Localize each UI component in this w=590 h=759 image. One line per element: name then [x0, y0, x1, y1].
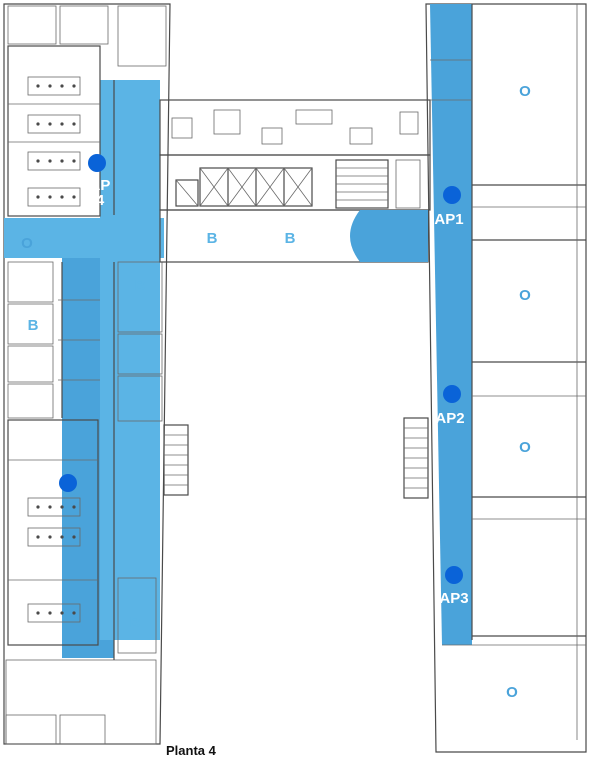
stairs-left [163, 424, 189, 496]
ap-marker-icon [88, 154, 106, 172]
zone-label-o-right-4: O [506, 684, 518, 701]
ap-label: AP3 [439, 590, 468, 607]
lab-bench [27, 76, 81, 96]
access-point-ap2[interactable]: AP2 [435, 385, 465, 427]
lab-bench [27, 151, 81, 171]
zone-label-b-bridge-2: B [285, 230, 296, 247]
zone-labels: B B B B B O O O O O [21, 83, 531, 701]
zone-label-b-left-lower: B [130, 614, 141, 631]
lab-bench [27, 527, 81, 547]
left-wing [3, 3, 171, 745]
lab-bench [27, 187, 81, 207]
access-point-ap5[interactable]: AP5 [23, 474, 77, 496]
zone-label-o-right-2: O [519, 287, 531, 304]
ap-marker-icon [443, 385, 461, 403]
zone-label-b-left-mid: B [28, 317, 39, 334]
lab-benches-left [27, 76, 81, 623]
ap-label: AP2 [435, 410, 464, 427]
stairs-right [403, 417, 429, 499]
zone-label-o-right-3: O [519, 439, 531, 456]
ap-marker-icon [443, 186, 461, 204]
floor-label: Planta 4 [166, 743, 217, 758]
right-wing [425, 3, 587, 753]
zone-label-o-right-1: O [519, 83, 531, 100]
access-point-ap3[interactable]: AP3 [439, 566, 469, 607]
ap-label: AP1 [434, 211, 463, 228]
access-point-ap1[interactable]: AP1 [434, 186, 464, 228]
lab-bench [27, 497, 81, 517]
ap-label: AP5 [23, 479, 52, 496]
bridge [159, 99, 431, 263]
ap-marker-icon [445, 566, 463, 584]
zone-label-b-left-upper: B [135, 277, 146, 294]
ap-marker-icon [59, 474, 77, 492]
zone-label-o-left: O [21, 235, 33, 252]
zone-label-b-bridge-1: B [207, 230, 218, 247]
lab-bench [27, 603, 81, 623]
lab-bench [27, 114, 81, 134]
